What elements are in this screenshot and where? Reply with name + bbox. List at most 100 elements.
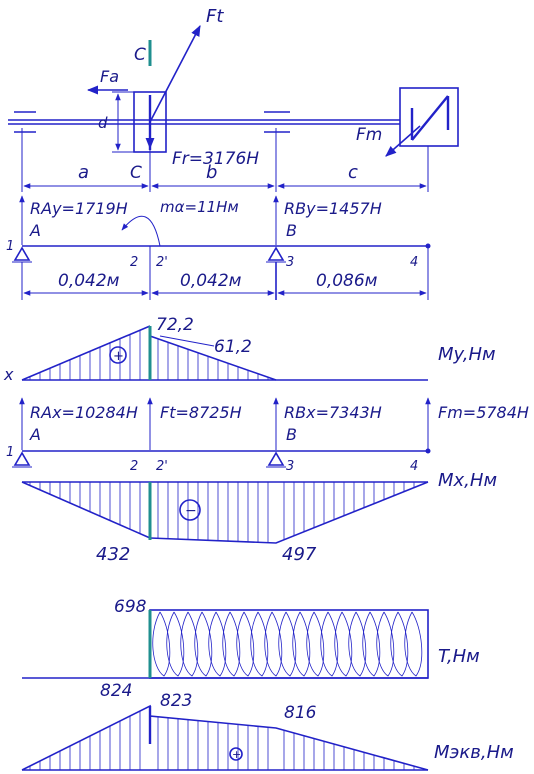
mx-hatch: [29, 482, 415, 543]
vp-node-1: 1: [6, 239, 14, 254]
vp-support-a: [13, 246, 31, 261]
ray-label: RAy=1719H: [30, 199, 128, 218]
torque-hatch-loop: [306, 611, 325, 677]
hp-node-1: 1: [6, 445, 14, 460]
torque-hatch-loop: [320, 611, 339, 677]
torque-hatch-loop: [166, 611, 185, 677]
torque-hatch-loop: [376, 611, 395, 677]
vp-support-b: [267, 246, 285, 261]
meq-sign-circle: [229, 747, 243, 761]
meq-value-1: 824: [100, 681, 132, 701]
meq-value-3: 816: [284, 703, 317, 723]
my-line-left: [21, 325, 151, 381]
vp-node-3: 3: [286, 255, 294, 270]
hp-node-2p: 2': [156, 459, 168, 474]
vp-node-4: 4: [410, 255, 418, 270]
t-value: 698: [114, 597, 147, 617]
my-hatch: [29, 330, 269, 380]
meq-diagram: [21, 704, 429, 771]
ft-arrow: [149, 25, 201, 123]
section-c-top: C: [134, 45, 146, 65]
t-block: [149, 609, 429, 679]
mx-value-1: 432: [96, 544, 130, 565]
mx-sign: −: [185, 503, 197, 519]
vp-dim-label-2: 0,042м: [180, 271, 242, 291]
hp-node-2: 2: [130, 459, 138, 474]
my-line-right: [149, 335, 277, 381]
torque-hatch-loop: [278, 611, 297, 677]
t-hatch: [152, 611, 423, 677]
ma-moment-arc: [121, 215, 161, 247]
fm-top-label: Fm: [356, 125, 382, 145]
torque-hatch-loop: [362, 611, 381, 677]
torque-hatch-loop: [264, 611, 283, 677]
segment-b-label: b: [206, 162, 217, 183]
segment-c-label: c: [348, 162, 358, 183]
fm-arrow: [385, 125, 421, 157]
my-diagram: [21, 325, 428, 381]
my-value-2: 61,2: [214, 337, 252, 357]
my-x-label: x: [3, 365, 14, 384]
segment-dims: [21, 128, 429, 192]
fm-load-label: Fm=5784H: [438, 403, 529, 422]
my-moment-label: My,Hм: [438, 344, 496, 365]
hp-support-b-label: B: [286, 425, 297, 444]
section-c-bottom: C: [130, 163, 142, 183]
d-label: d: [98, 114, 108, 132]
torque-hatch-loop: [180, 611, 199, 677]
my-peak-value: 72,2: [156, 315, 194, 335]
rbx-label: RBx=7343H: [284, 403, 382, 422]
hp-support-a-label: A: [29, 425, 41, 444]
meq-sign: +: [232, 748, 241, 761]
torque-hatch-loop: [404, 611, 423, 677]
torque-hatch-loop: [236, 611, 255, 677]
ft-top-label: Ft: [206, 6, 224, 27]
horizontal-plane-scheme: [12, 397, 431, 468]
meq-hatch: [29, 711, 415, 770]
mx-sign-circle: [179, 499, 201, 521]
my-sign-circle: [109, 346, 127, 364]
my-leader: [159, 335, 215, 347]
rby-label: RBy=1457H: [284, 199, 382, 218]
ft-load-label: Ft=8725H: [160, 403, 242, 422]
rax-label: RAx=10284H: [30, 403, 138, 422]
torque-hatch-loop: [152, 611, 171, 677]
coupling-diag: [411, 95, 449, 141]
torque-hatch-loop: [348, 611, 367, 677]
my-sign: +: [113, 349, 124, 364]
vp-dim-label-3: 0,086м: [316, 271, 378, 291]
meq-label: Mэкв,Hм: [434, 742, 514, 763]
fa-label: Fa: [100, 67, 119, 86]
hp-support-a: [13, 451, 31, 466]
segment-a-label: a: [78, 162, 89, 183]
meq-outline: [21, 704, 429, 771]
vertical-plane-scheme: [12, 195, 431, 300]
vp-support-b-label: B: [286, 221, 297, 240]
torque-hatch-loop: [222, 611, 241, 677]
torque-hatch-loop: [390, 611, 409, 677]
hp-end-node: [425, 448, 431, 454]
torque-hatch-loop: [334, 611, 353, 677]
fr-label: Fr=3176H: [172, 149, 259, 169]
mx-moment-label: Mx,Hм: [438, 470, 497, 491]
hp-support-b: [267, 451, 285, 466]
torque-hatch-loop: [208, 611, 227, 677]
ma-label: mα=11Hм: [160, 198, 239, 216]
torque-hatch-loop: [250, 611, 269, 677]
mx-line-left: [21, 481, 151, 539]
hp-node-3: 3: [286, 459, 294, 474]
coupling-box: [399, 87, 459, 147]
vp-node-2p: 2': [156, 255, 168, 270]
shaft-scheme: [8, 25, 459, 157]
mx-line-right: [149, 481, 429, 544]
vp-node-2: 2: [130, 255, 138, 270]
torque-hatch-loop: [194, 611, 213, 677]
mx-value-2: 497: [282, 544, 317, 565]
hp-node-4: 4: [410, 459, 418, 474]
mx-diagram: [21, 481, 429, 544]
vp-dim-label-1: 0,042м: [58, 271, 120, 291]
torque-diagram: [22, 609, 429, 679]
meq-value-2: 823: [160, 691, 192, 711]
